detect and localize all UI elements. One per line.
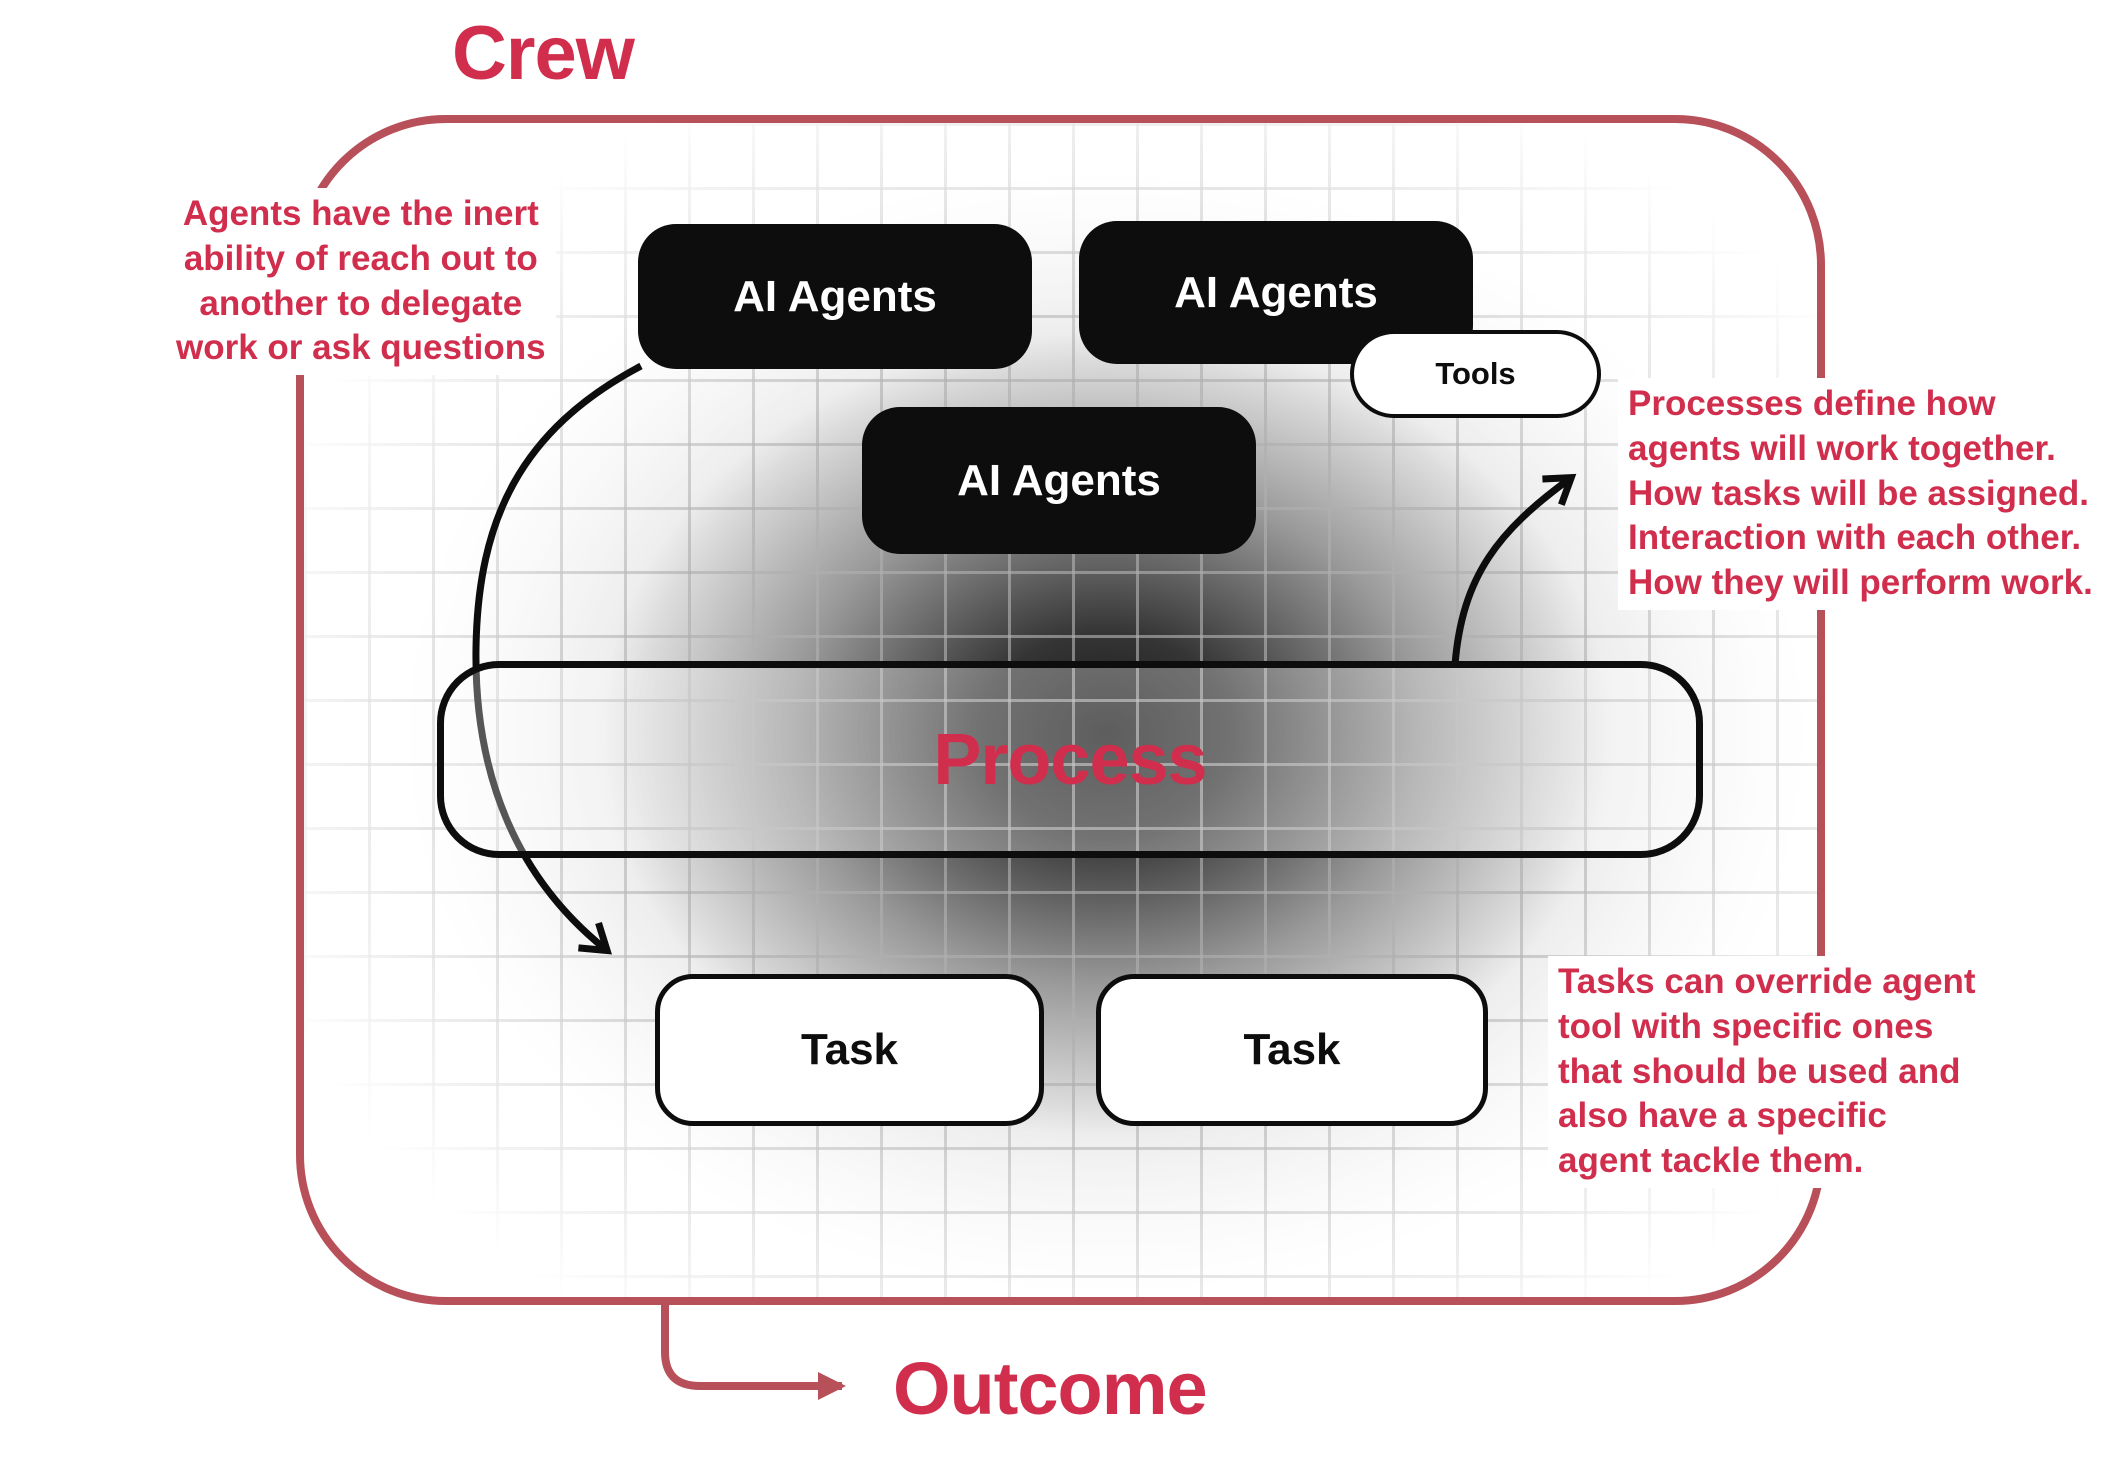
ai-agents-box-3: AI Agents bbox=[862, 407, 1256, 554]
tools-label: Tools bbox=[1435, 356, 1516, 391]
tools-pill: Tools bbox=[1350, 330, 1601, 418]
crew-boundary-frame bbox=[296, 115, 1825, 1305]
outcome-arrow bbox=[661, 1301, 846, 1400]
task-box-1: Task bbox=[655, 974, 1044, 1126]
process-bar: Process bbox=[437, 661, 1703, 858]
annotation-left: Agents have the inert ability of reach o… bbox=[166, 188, 556, 376]
ai-agents-box-1: AI Agents bbox=[638, 224, 1032, 369]
ai-agents-label: AI Agents bbox=[733, 271, 937, 321]
annotation-right-top: Processes define how agents will work to… bbox=[1618, 378, 2103, 610]
task-box-2: Task bbox=[1096, 974, 1488, 1126]
ai-agents-label: AI Agents bbox=[1174, 267, 1378, 317]
task-label: Task bbox=[1243, 1025, 1341, 1074]
annotation-right-bottom: Tasks can override agent tool with speci… bbox=[1548, 956, 1986, 1188]
crew-title: Crew bbox=[452, 11, 635, 96]
process-label: Process bbox=[933, 719, 1207, 800]
outcome-title: Outcome bbox=[893, 1347, 1208, 1430]
task-label: Task bbox=[800, 1025, 899, 1074]
ai-agents-label: AI Agents bbox=[957, 455, 1161, 505]
